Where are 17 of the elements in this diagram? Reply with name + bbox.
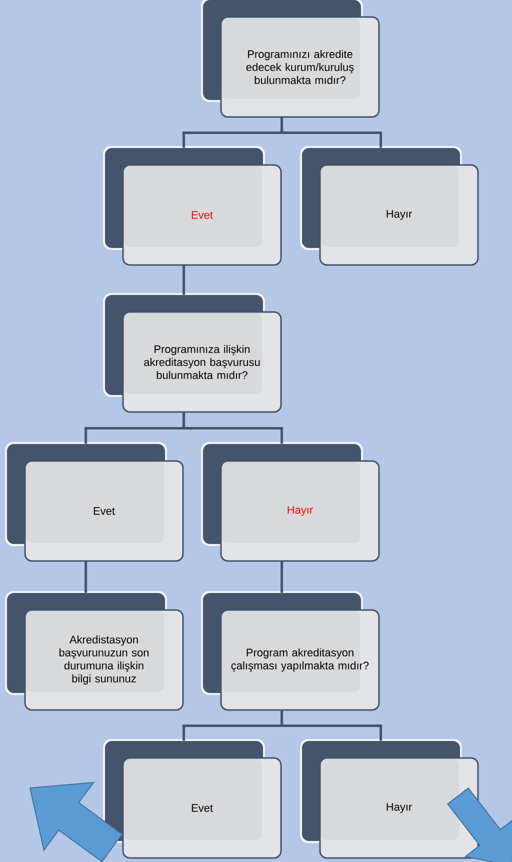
connector-line [182,412,284,444]
connector-line [280,117,382,148]
connector-line [280,710,382,741]
double-box: Programınıza ilişkin akreditasyon başvurusu bulunmakta mıdır? [103,293,282,413]
double-box: Evet [103,739,282,859]
double-box: Programınızı akredite edecek kurum/kuruluş bulunmakta mıdır? [201,0,380,118]
double-box: Hayır [201,442,380,562]
double-box: Evet [103,146,282,266]
connector-line [182,265,186,295]
connector-line [280,561,284,593]
double-box: Evet [5,442,184,562]
double-box: Akredistasyon başvurunuzun son durumuna ilişkin bilgi sununuz [5,591,184,711]
connector-line [84,561,88,593]
double-box: Program akreditasyon çalışması yapılmakta mıdır? [201,591,380,711]
block-arrow [29,782,123,862]
double-box: Hayır [300,739,479,859]
double-box: Hayır [300,146,479,266]
